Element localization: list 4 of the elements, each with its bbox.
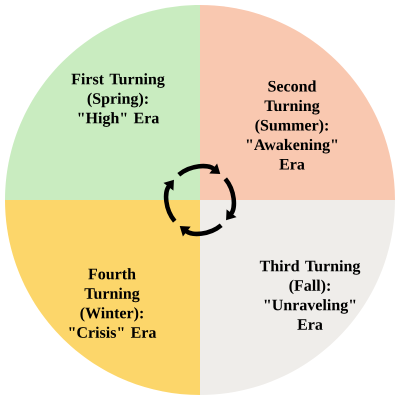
quadrant-segment: Second Turning (Summer): "Awakening" Era <box>200 5 395 200</box>
quadrant-segment: Fourth Turning (Winter): "Crisis" Era <box>5 200 200 395</box>
quadrant-segment: First Turning (Spring): "High" Era <box>5 5 200 200</box>
quadrant-segment: Third Turning (Fall): "Unraveling" Era <box>200 200 395 395</box>
